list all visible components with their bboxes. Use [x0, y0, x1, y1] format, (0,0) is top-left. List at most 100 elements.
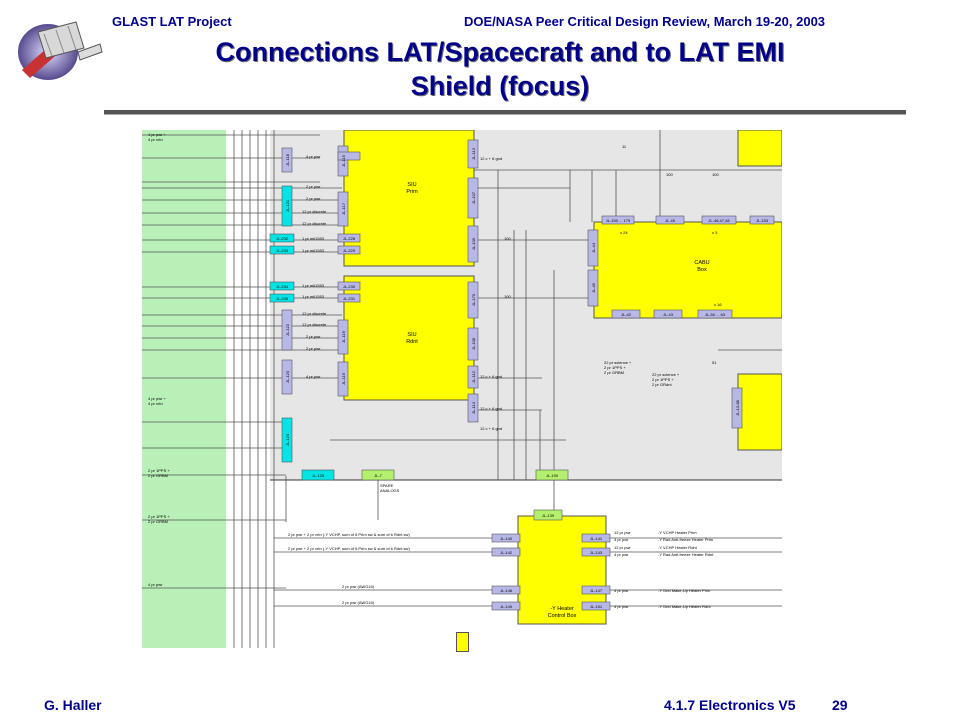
connector-jl115: [337, 145, 349, 177]
connector-pwr-top: [337, 151, 361, 161]
footer-section: 4.1.7 Electronics V5: [664, 697, 796, 713]
label-n100c: 100: [666, 172, 673, 177]
header-project: GLAST LAT Project: [112, 14, 232, 29]
label-pwr4a: 4 pr pwr: [306, 154, 321, 159]
label-jl43: JL-43: [663, 312, 674, 317]
connector-jl50: [697, 309, 733, 319]
spacecraft-region: [142, 130, 226, 648]
connector-jl112: [467, 365, 479, 389]
connector-jl139: [533, 509, 563, 521]
label-jl153: JL-153: [756, 218, 769, 223]
connector-jl45: [587, 269, 599, 307]
label-jl121: JL-121: [285, 199, 290, 212]
connector-jl42: [611, 309, 641, 319]
connector-jl4647: [701, 215, 737, 225]
label-gnd1: 12 c + 6 gnd: [480, 156, 502, 161]
label-jl42: JL-42: [621, 312, 632, 317]
label-jl232: JL-232: [276, 236, 289, 241]
label-jl231: JL-231: [343, 296, 356, 301]
label-ht2b: -Y Rad Anti-freeze Heater Rdnt: [658, 552, 714, 557]
connector-jl120: [281, 359, 293, 395]
label-jl49: JL-49: [665, 218, 676, 223]
connector-jl108: [467, 327, 479, 361]
label-jl45: JL-45: [591, 282, 596, 293]
label-jl119: JL-119: [341, 372, 346, 385]
connector-jl121: [281, 185, 293, 227]
connector-jl43: [653, 309, 683, 319]
label-n100d: 100: [712, 172, 719, 177]
label-n100b: 100: [504, 294, 511, 299]
label-jl234: JL-234: [276, 284, 289, 289]
label-gnd2: 12 c + 6 gnd: [480, 374, 502, 379]
label-jl142: JL-142: [500, 550, 513, 555]
connector-jl231: [337, 293, 361, 303]
connector-jl170: [467, 281, 479, 319]
label-left-pps2: 2 pr 1PPS +2 pr GRBM: [148, 514, 170, 524]
label-ht3: -Y Grid Make-Up Heater Prim: [658, 588, 711, 593]
connector-jl116: [337, 319, 349, 355]
connector-jl235: [269, 293, 295, 303]
label-jl139: JL-139: [542, 513, 555, 518]
label-m1553a: 1 pr mil1553: [302, 236, 325, 241]
footer-page-number: 29: [832, 697, 848, 713]
connector-jl107: [467, 177, 479, 219]
label-jl109: JL-109: [471, 237, 476, 250]
connector-jl118: [281, 147, 293, 173]
connector-jl117: [337, 191, 349, 227]
connector-jl114: [467, 393, 479, 423]
label-ht1a: -Y VCHP Heater Prim: [658, 530, 697, 535]
connector-jl149: [491, 601, 521, 611]
connector-jl153: [749, 215, 775, 225]
label-jl4647: JL-46,47,48: [708, 218, 730, 223]
label-m1553c: 1 pr mil1553: [302, 283, 325, 288]
label-pwr2b: 2 pr pwr: [306, 196, 321, 201]
label-jl149: JL-149: [500, 604, 513, 609]
label-jl112: JL-112: [471, 370, 476, 383]
label-out3: 4 pr pwr: [614, 588, 629, 593]
connector-jl229: [337, 245, 361, 255]
label-out1a: 12 pr pwr: [614, 530, 631, 535]
connector-jl1388: [731, 387, 743, 429]
label-heater-prim: 2 pr pwr + 2 pr vrtn (-Y VCHP, sum of 6 …: [288, 532, 410, 537]
label-jl228: JL-228: [343, 236, 356, 241]
label-ht1b: -Y Rad Anti-freeze Heater Prim: [658, 537, 714, 542]
label-jl7: JL-7: [374, 473, 383, 478]
label-ht2a: -Y VCHP Heater Rdnt: [658, 545, 698, 550]
label-jl229: JL-229: [343, 248, 356, 253]
label-jl230: JL-230: [343, 284, 356, 289]
label-x16: x 16: [714, 302, 722, 307]
label-out4: 4 pr pwr: [614, 604, 629, 609]
label-jl44: JL-44: [591, 242, 596, 253]
label-jl107: JL-107: [471, 191, 476, 204]
connector-jl228: [337, 233, 361, 243]
label-n11: 11: [622, 144, 627, 149]
label-m1553d: 1 pr mil1553: [302, 294, 325, 299]
label-jl141: JL-141: [590, 536, 603, 541]
label-pwr2a: 2 pr pwr: [306, 184, 321, 189]
label-disc3: 12 pr discrete: [302, 311, 327, 316]
header-review: DOE/NASA Peer Critical Design Review, Ma…: [464, 14, 826, 29]
label-pwr4b: 4 pr pwr: [306, 374, 321, 379]
label-left-pwr-low: 4 pr pwr: [148, 582, 163, 587]
connector-jl232: [269, 233, 295, 243]
label-jl150: JL-150 ... 179: [606, 218, 631, 223]
label-jl122: JL-122: [285, 323, 290, 336]
label-out1b: 4 pr pwr: [614, 537, 629, 542]
label-jl233: JL-233: [276, 248, 289, 253]
label-left-pwr-top: 4 pr pwr +4 pr vrtn: [148, 132, 167, 142]
connector-jl119: [337, 361, 349, 397]
connector-jl150: [601, 215, 635, 225]
label-left-pwr: 4 pr pwr +4 pr vrtn: [148, 396, 167, 406]
label-jl151: JL-151: [590, 604, 603, 609]
label-jl108: JL-108: [471, 337, 476, 350]
slide-title: Connections LAT/Spacecraft and to LAT EM…: [110, 35, 890, 103]
label-awg2: 2 pr pwr (AWG16): [342, 600, 375, 605]
label-jl125: JL-125: [312, 473, 325, 478]
label-heater-rdnt: 2 pr pwr + 2 pr vrtn (-Y VCHP, sum of 6 …: [288, 546, 410, 551]
label-pwr2c: 2 pr pwr: [306, 334, 321, 339]
label-jl113: JL-113: [471, 147, 476, 160]
